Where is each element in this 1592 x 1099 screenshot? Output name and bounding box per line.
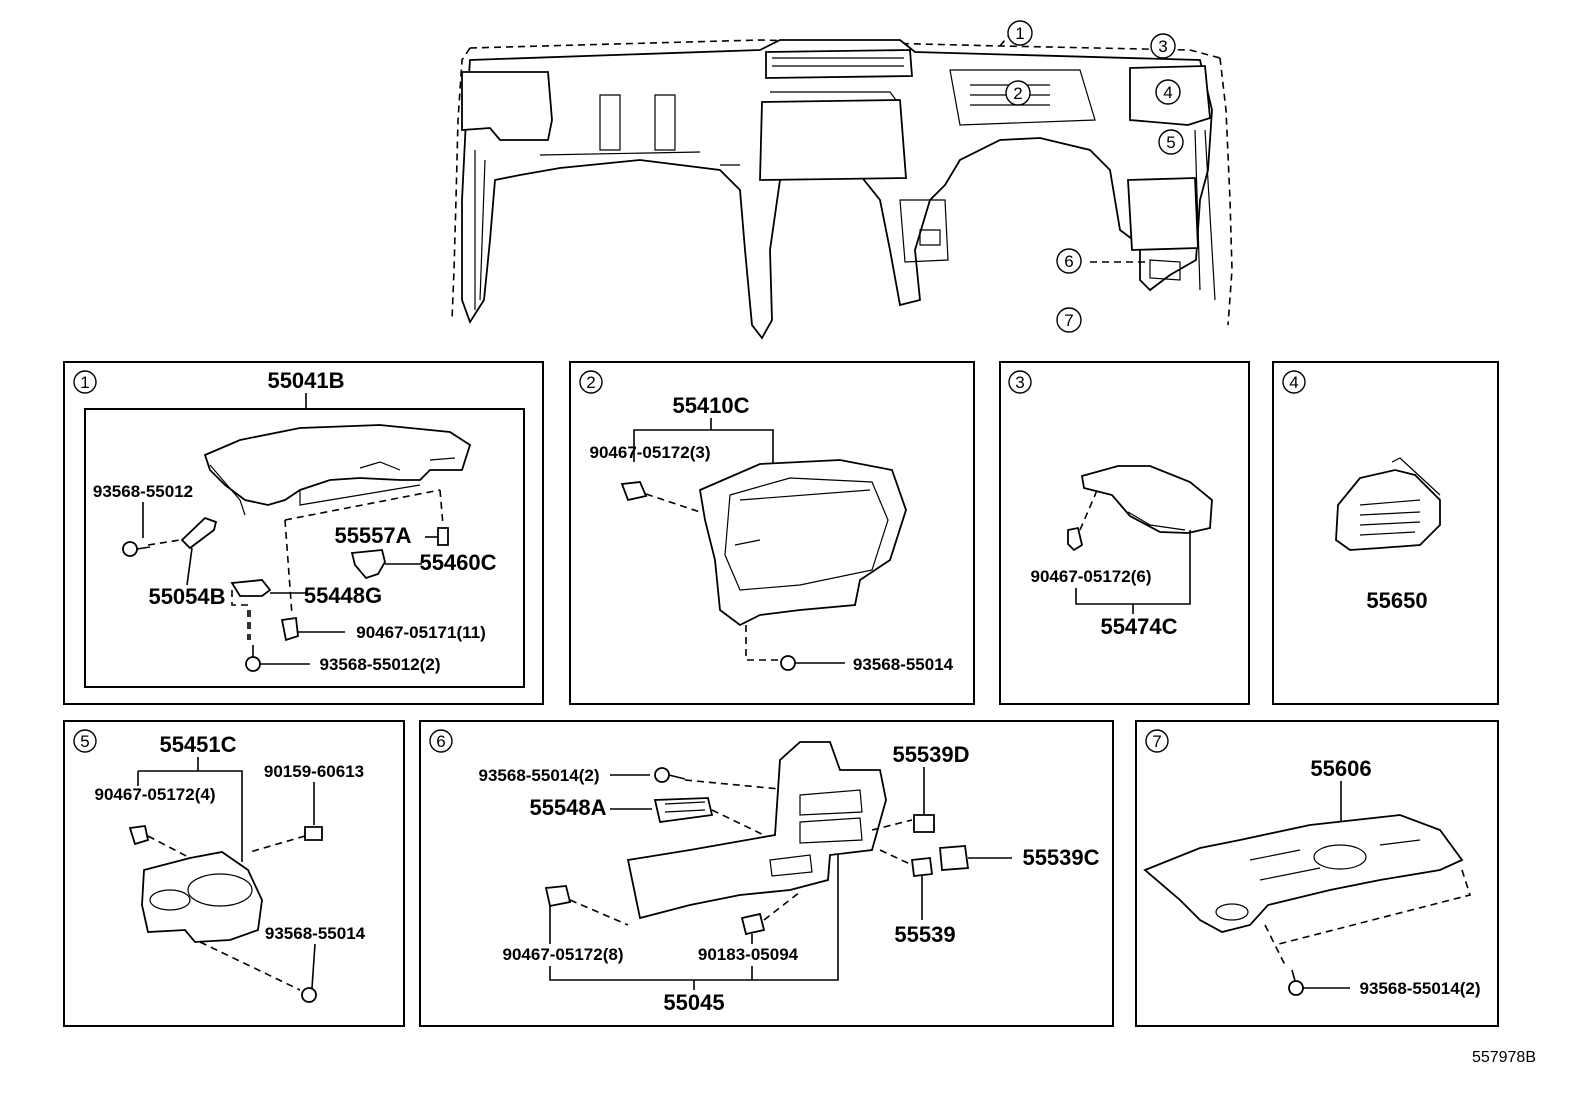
- damper-part: [180, 516, 218, 550]
- panel-4-number: 4: [1289, 373, 1298, 392]
- part-55539: 55539: [894, 922, 955, 947]
- overview-callout-1: 1: [1015, 24, 1024, 43]
- lower-panel-part: [626, 741, 887, 920]
- instrument-panel-reinforcement-overview: [451, 33, 1233, 340]
- part-55539D: 55539D: [892, 742, 969, 767]
- screw-icon: [780, 655, 796, 671]
- overview-callout-6: 6: [1064, 252, 1073, 271]
- part-55045: 55045: [663, 990, 724, 1015]
- diagram-id: 557978B: [1472, 1049, 1536, 1066]
- part-90183-05094: 90183-05094: [698, 945, 799, 964]
- overview-callout-2: 2: [1013, 84, 1022, 103]
- panel-3-number: 3: [1015, 373, 1024, 392]
- panel-7: 7 55606 93568-55014(2): [1135, 720, 1499, 1027]
- part-55410C: 55410C: [672, 393, 749, 418]
- under-cover-part: [1143, 814, 1464, 933]
- part-90159-60613: 90159-60613: [264, 762, 364, 781]
- panel-4: 4 55650: [1272, 361, 1499, 705]
- overview-callout-4: 4: [1163, 83, 1172, 102]
- part-90467-05172-6: 90467-05172(6): [1031, 567, 1152, 586]
- screw-icon: [1288, 969, 1304, 996]
- part-55460C: 55460C: [419, 550, 496, 575]
- panel-1-number: 1: [80, 373, 89, 392]
- part-55474C: 55474C: [1100, 614, 1177, 639]
- part-55448G: 55448G: [304, 583, 382, 608]
- panel-5-number: 5: [80, 732, 89, 751]
- panel-6: 6 93568-55014(2) 55548A 55539D 55539C 55…: [419, 720, 1114, 1027]
- overview-callout-3: 3: [1158, 37, 1167, 56]
- part-55548A: 55548A: [529, 795, 606, 820]
- part-90467-05172-4: 90467-05172(4): [95, 785, 216, 804]
- panel-6-number: 6: [436, 732, 445, 751]
- screw-icon: [654, 767, 686, 783]
- overview-callout-5: 5: [1166, 133, 1175, 152]
- part-93568-55012-2: 93568-55012(2): [320, 655, 441, 674]
- part-90467-05172-8: 90467-05172(8): [503, 945, 624, 964]
- screw-icon: [301, 987, 317, 1003]
- part-55451C: 55451C: [159, 732, 236, 757]
- part-55539C: 55539C: [1022, 845, 1099, 870]
- panel-7-number: 7: [1152, 732, 1161, 751]
- part-90467-05171-11: 90467-05171(11): [356, 623, 486, 642]
- part-55557A: 55557A: [334, 523, 411, 548]
- part-93568-55012: 93568-55012: [93, 482, 193, 501]
- part-93568-55014-p5: 93568-55014: [265, 924, 366, 943]
- panel-3: 3 90467-05172(6) 55474C: [999, 361, 1250, 705]
- screw-icon: [245, 645, 261, 672]
- vent-part: [1335, 469, 1441, 551]
- overview-callouts: 1 2 3 4 5 6 7: [1005, 20, 1184, 333]
- part-55650: 55650: [1366, 588, 1427, 613]
- part-93568-55014: 93568-55014: [853, 655, 954, 674]
- part-93568-55014-2-p6: 93568-55014(2): [479, 766, 600, 785]
- cup-holder-part: [141, 851, 263, 943]
- bolt-icon: [304, 826, 323, 841]
- part-55041B: 55041B: [267, 368, 344, 393]
- panel-2: 2 55410C 90467-05172(3) 93568-55014: [569, 361, 975, 705]
- part-55606: 55606: [1310, 756, 1371, 781]
- part-93568-55014-2-p7: 93568-55014(2): [1360, 979, 1481, 998]
- part-90467-05172-3: 90467-05172(3): [590, 443, 711, 462]
- overview-callout-7: 7: [1064, 311, 1073, 330]
- panel-2-number: 2: [586, 373, 595, 392]
- panel-1: 1 55041B 93568-55012 55054B 55557A 55460…: [63, 361, 544, 705]
- panel-5: 5 55451C 90467-05172(4) 90159-60613 9356…: [63, 720, 405, 1027]
- screw-icon: [122, 541, 151, 557]
- part-55054B: 55054B: [148, 584, 225, 609]
